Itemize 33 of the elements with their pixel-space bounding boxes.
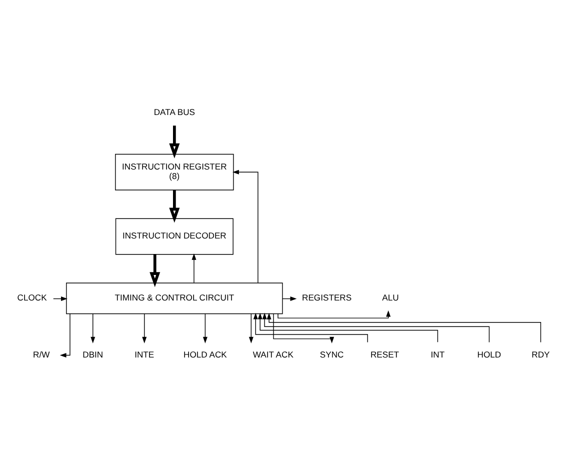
arrow — [253, 312, 368, 343]
node-text: INTE — [134, 349, 154, 360]
node-text: DATA BUS — [154, 106, 196, 117]
node-text: INT — [430, 349, 445, 360]
arrow — [266, 312, 542, 343]
node-text: R/W — [33, 349, 50, 360]
arrow — [90, 314, 96, 344]
arrow — [248, 314, 254, 344]
node-text: CLOCK — [17, 292, 47, 303]
node-text: WAIT ACK — [252, 349, 294, 360]
node-text: SYNC — [320, 349, 344, 360]
arrow — [60, 314, 70, 358]
node-text: HOLD — [477, 349, 502, 360]
node-box: INSTRUCTION REGISTER (8) — [115, 154, 234, 190]
arrow — [258, 312, 438, 343]
arrow — [278, 310, 391, 318]
node-box: INSTRUCTION DECODER — [115, 218, 234, 255]
node-text: HOLD ACK — [184, 349, 227, 360]
arrow — [273, 314, 334, 344]
node-text: RDY — [532, 349, 550, 360]
node-box: TIMING & CONTROL CIRCUIT — [66, 282, 283, 314]
node-text: ALU — [382, 292, 399, 303]
node-text: DBIN — [82, 349, 104, 360]
arrow — [142, 314, 147, 344]
arrow — [150, 254, 160, 288]
node-text: RESET — [370, 349, 400, 360]
arrow — [202, 314, 208, 344]
arrow — [169, 126, 180, 158]
node-text: REGISTERS — [302, 292, 352, 303]
arrow — [192, 253, 196, 284]
arrow — [262, 312, 490, 343]
arrow — [169, 190, 180, 223]
arrow — [232, 170, 258, 284]
